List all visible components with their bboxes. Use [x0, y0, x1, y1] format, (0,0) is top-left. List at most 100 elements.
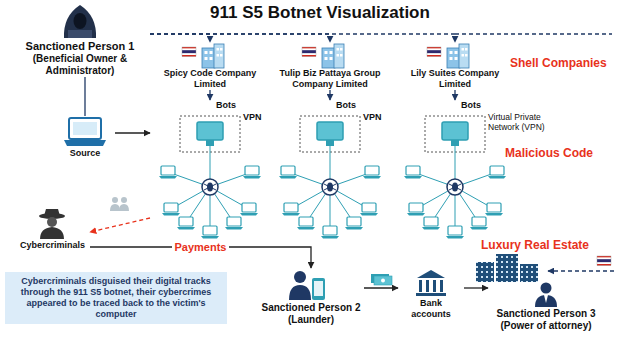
icon-part — [496, 254, 518, 282]
person-node: Sanctioned Person 3(Power of attorney) — [488, 280, 604, 332]
icon-part — [317, 122, 343, 140]
bot-cluster: BotsVPN — [150, 100, 266, 240]
bot-cluster: BotsVirtual Private Network (VPN) — [397, 100, 575, 240]
icon-part — [159, 166, 177, 179]
node-sublabel: (Beneficial Owner & Administrator) — [11, 53, 149, 77]
dashed-link — [455, 33, 612, 34]
icon-part — [225, 217, 243, 230]
connector — [150, 34, 330, 42]
icon-part — [68, 30, 92, 38]
icon-part — [419, 280, 422, 292]
real-estate-icon — [476, 254, 614, 282]
icon-part — [485, 203, 503, 216]
icon-part — [544, 295, 548, 303]
icon-part — [206, 140, 214, 146]
icon-part — [442, 122, 468, 140]
icon-part — [535, 295, 557, 307]
group-label: Malicious Code — [505, 146, 593, 160]
icon-part — [119, 204, 129, 211]
icon-part — [162, 203, 180, 216]
attorney-icon — [535, 283, 557, 308]
node-sublabel: VPN — [243, 112, 264, 123]
icon-part — [74, 13, 87, 29]
connector — [454, 90, 455, 100]
icon-part — [360, 203, 378, 216]
node-label: Bots — [216, 100, 264, 111]
icon-part — [440, 280, 443, 292]
icon-part — [363, 166, 381, 179]
icon-part — [202, 44, 224, 68]
icon-part — [69, 118, 101, 139]
note-box: Cybercriminals disguised their digital t… — [5, 272, 227, 324]
icon-part — [407, 203, 425, 216]
icon-part — [243, 166, 261, 179]
node-label: Sanctioned Person 2 — [259, 302, 363, 314]
icon-part — [321, 226, 339, 239]
icon-part — [322, 179, 338, 195]
icon-part — [73, 122, 97, 135]
connector — [115, 132, 150, 133]
edge-label: Payments — [172, 241, 230, 254]
cybercriminal-icon — [39, 209, 65, 239]
source-node: Source — [55, 116, 115, 159]
icon-part — [110, 204, 120, 211]
connector — [150, 34, 210, 42]
icon-part — [374, 276, 392, 285]
icon-part — [416, 293, 446, 296]
icon-part — [404, 166, 422, 179]
person-node: Sanctioned Person 1(Beneficial Owner & A… — [10, 4, 150, 77]
icon-part — [282, 203, 300, 216]
node-label: Tulip Biz Pattaya Group Company Limited — [263, 68, 397, 90]
icon-part — [197, 122, 223, 140]
icon-part — [520, 264, 538, 282]
icon-part — [297, 217, 315, 230]
node-sublabel: VPN — [363, 112, 386, 123]
launderer-icon — [289, 271, 325, 300]
icon-part — [476, 262, 494, 282]
icon-part — [294, 271, 306, 283]
hacker-icon — [64, 5, 96, 38]
node-label: Bots — [461, 100, 573, 111]
node-label: Cybercriminals — [16, 240, 89, 251]
icon-part — [541, 283, 552, 294]
company-icons — [182, 44, 469, 68]
node-label: Luxury Real Estate — [471, 238, 599, 252]
connector — [329, 90, 330, 100]
icon-part — [112, 197, 118, 203]
icon-part — [345, 217, 363, 230]
icon-part — [548, 270, 614, 271]
diagram-title: 911 S5 Botnet Visualization — [150, 3, 490, 23]
connector — [84, 77, 85, 116]
icon-part — [488, 166, 506, 179]
bot-networks — [159, 116, 506, 239]
icon-part — [44, 209, 60, 216]
node-sublabel: Virtual Private Network (VPN) — [488, 112, 573, 132]
icon-part — [40, 227, 64, 239]
connector — [150, 34, 455, 42]
icon-part — [182, 47, 196, 57]
real-estate-node: Luxury Real Estate — [470, 238, 600, 252]
icon-part — [326, 140, 334, 146]
node-label: Lily Suites Company Limited — [406, 68, 504, 90]
bank-icon — [416, 270, 446, 296]
icon-part — [422, 217, 440, 230]
person-node: Sanctioned Person 2(Launder) — [258, 268, 364, 326]
icon-part — [446, 226, 464, 239]
icon-part — [302, 47, 316, 57]
source-laptop — [64, 118, 106, 146]
icon-part — [204, 184, 216, 190]
icon-part — [597, 256, 611, 266]
company-node: Spicy Code Company Limited — [158, 42, 262, 90]
icon-part — [470, 217, 488, 230]
icon-part — [447, 44, 469, 68]
node-sublabel: (Launder) — [259, 314, 363, 326]
company-node: Tulip Biz Pattaya Group Company Limited — [262, 42, 398, 90]
icon-part — [314, 281, 323, 296]
group-icon — [110, 197, 129, 211]
money-icon — [371, 274, 392, 285]
icon-part — [64, 5, 96, 38]
node-label: Source — [56, 148, 114, 159]
node-label: Bank accounts — [399, 298, 463, 320]
